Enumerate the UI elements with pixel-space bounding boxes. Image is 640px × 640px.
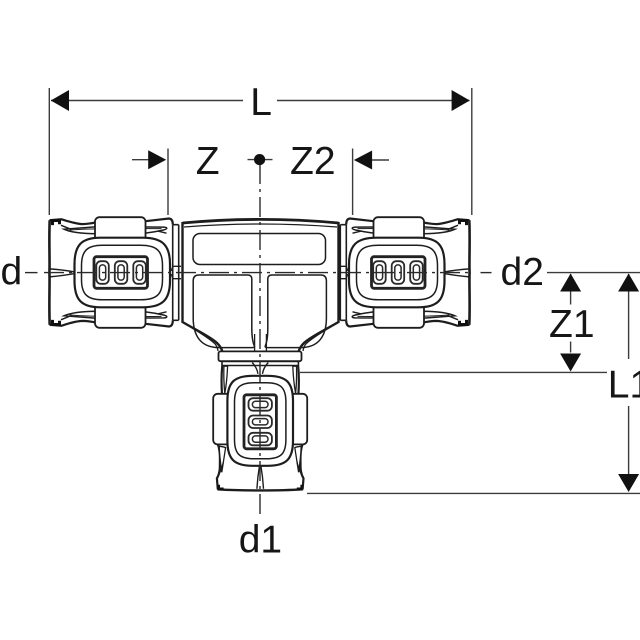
svg-text:Z1: Z1 bbox=[549, 303, 595, 346]
svg-text:Z2: Z2 bbox=[290, 140, 336, 183]
svg-text:d: d bbox=[1, 251, 23, 294]
svg-text:d2: d2 bbox=[501, 251, 544, 294]
svg-text:L1: L1 bbox=[608, 364, 640, 407]
svg-text:L: L bbox=[250, 81, 272, 124]
svg-text:Z: Z bbox=[196, 140, 220, 183]
svg-text:d1: d1 bbox=[239, 519, 282, 562]
